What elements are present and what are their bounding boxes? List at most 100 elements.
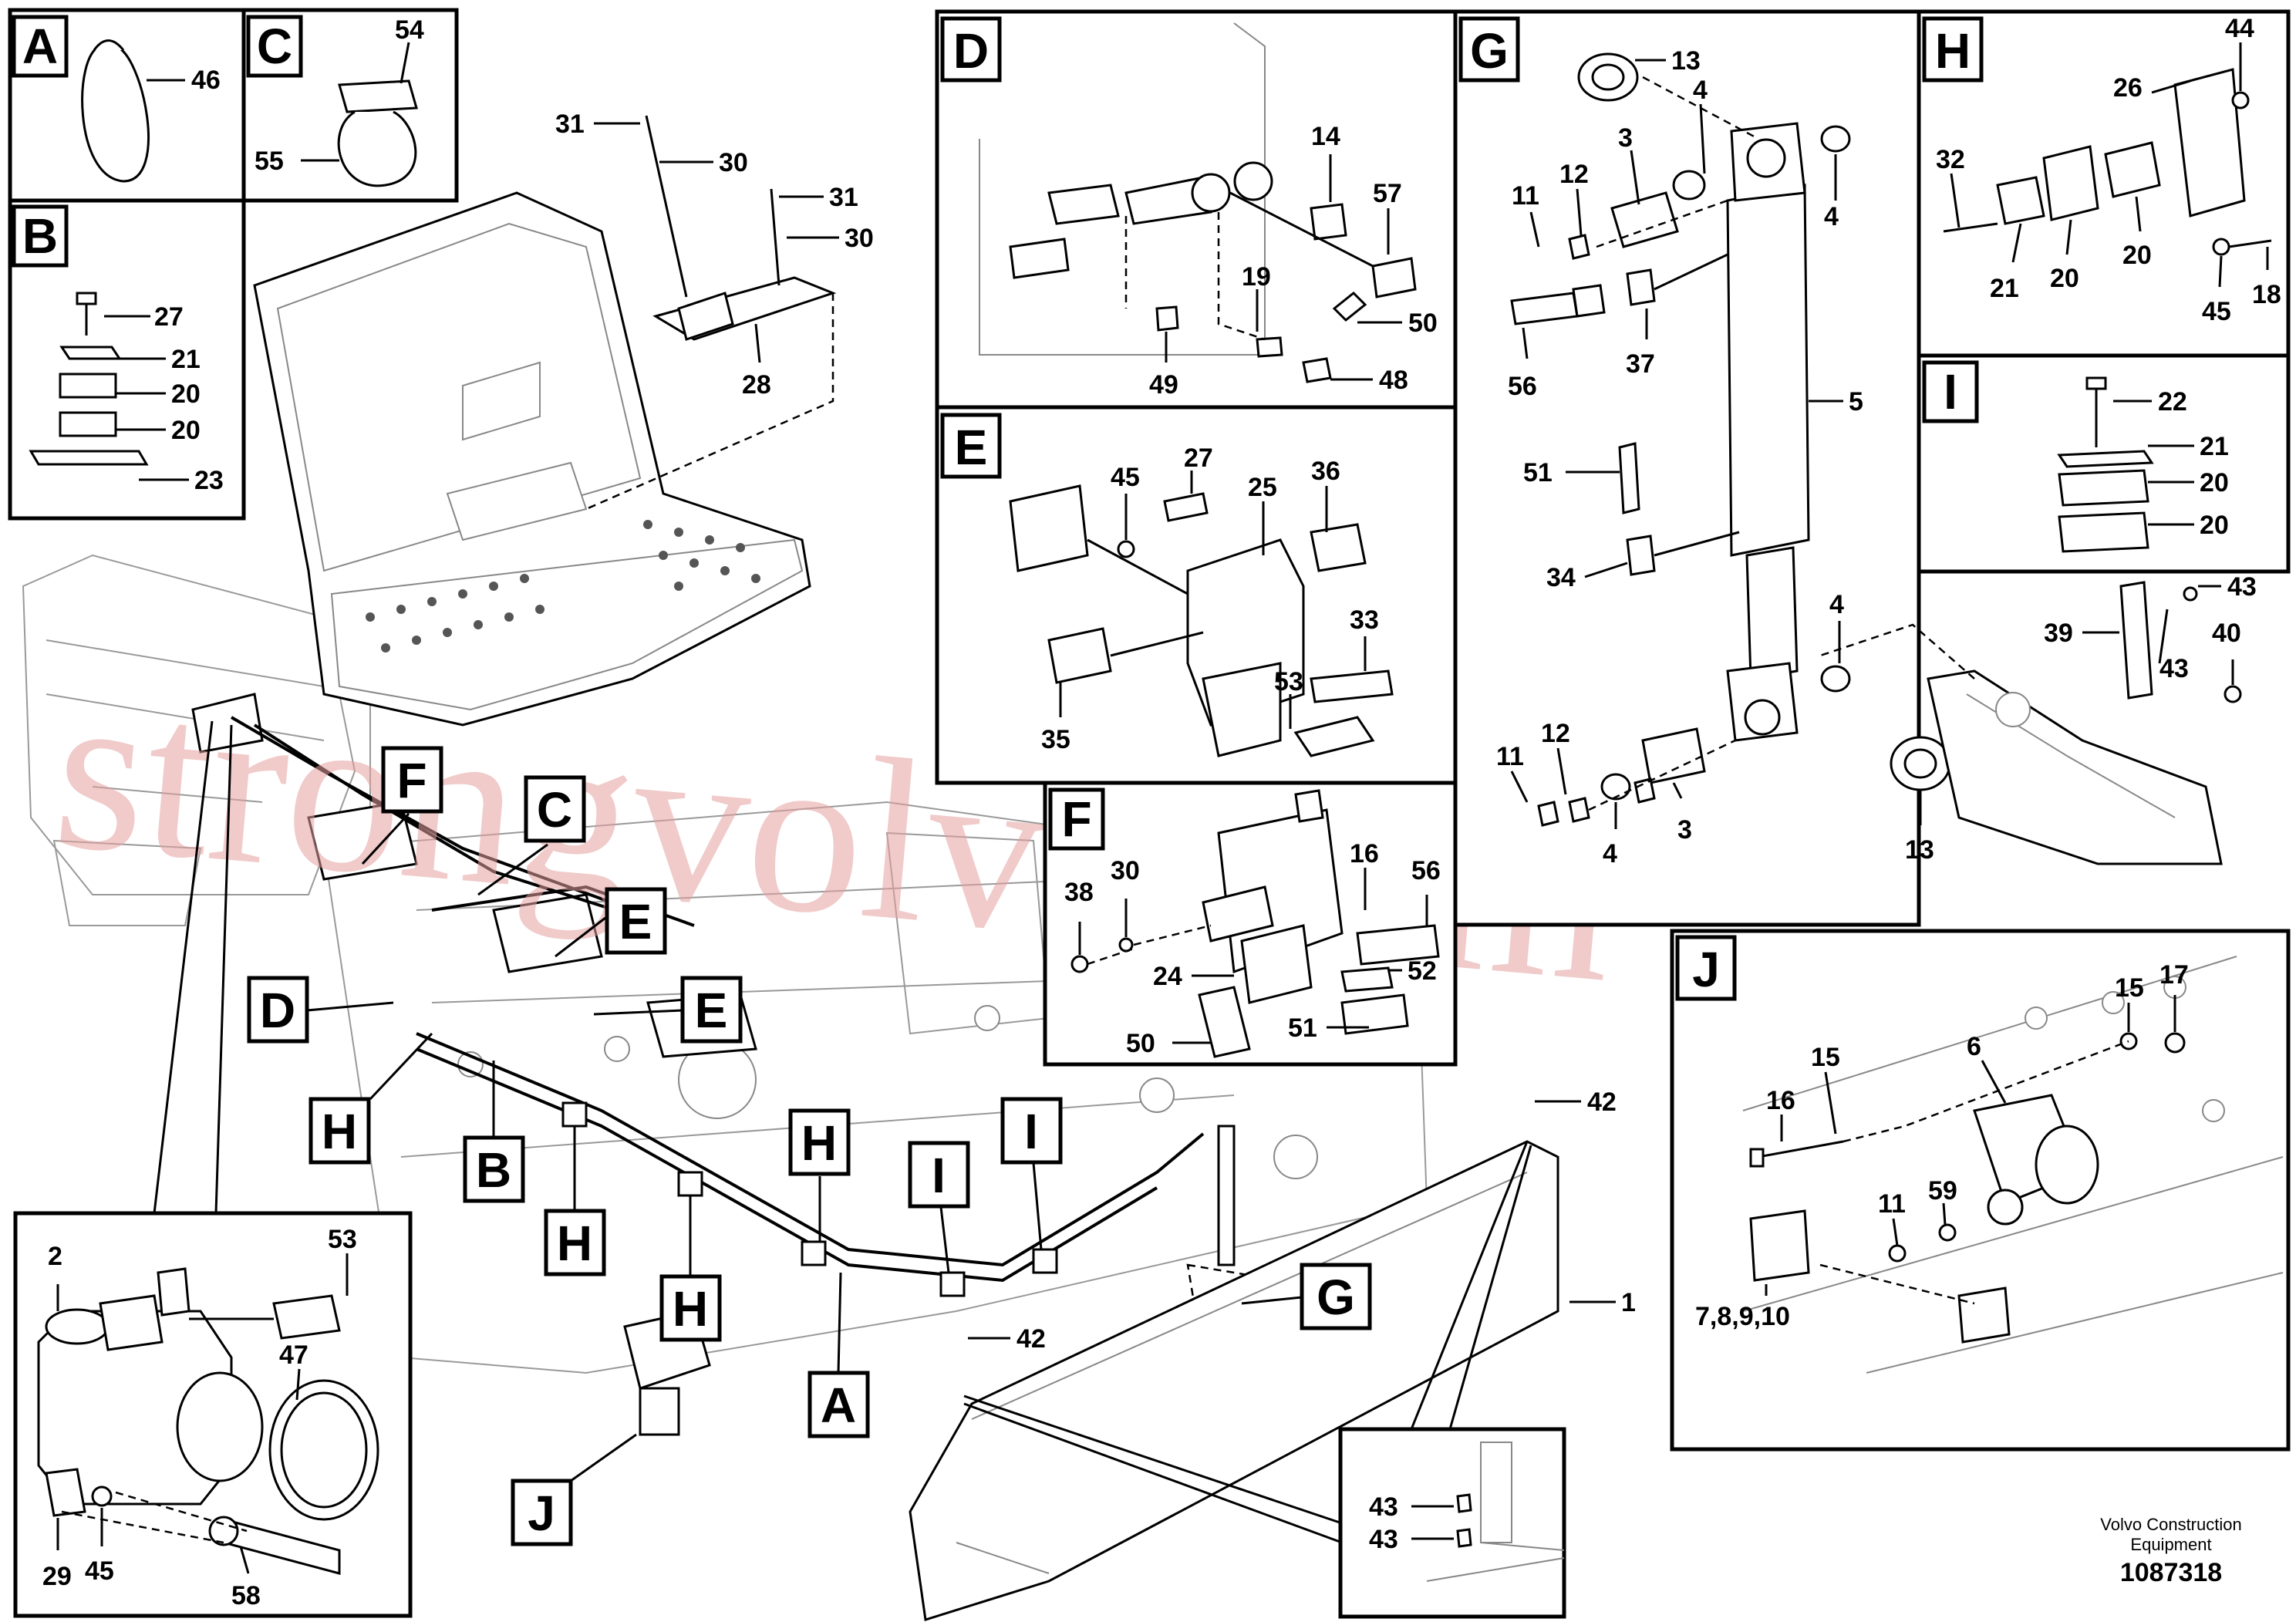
panel-d-letter: D bbox=[953, 23, 989, 79]
part-label: 52 bbox=[1408, 956, 1437, 986]
part-label: 3 bbox=[1618, 123, 1633, 153]
part-label: 47 bbox=[279, 1340, 308, 1370]
part-label: 40 bbox=[2212, 619, 2241, 648]
part-label: 37 bbox=[1626, 349, 1655, 379]
part-label: 2 bbox=[48, 1242, 62, 1271]
part-label: 11 bbox=[1496, 742, 1524, 771]
bucket-mount-detail: 39 43 43 40 bbox=[1819, 572, 2257, 865]
part-label: 23 bbox=[194, 466, 224, 495]
part-label: 13 bbox=[1905, 835, 1934, 865]
part-label: 35 bbox=[1041, 725, 1070, 754]
part-label: 11 bbox=[1878, 1189, 1906, 1219]
part-label: 31 bbox=[555, 110, 585, 139]
callout-tag: H bbox=[557, 1216, 592, 1271]
panel-f-letter: F bbox=[1061, 791, 1091, 847]
callout-tag: B bbox=[476, 1142, 511, 1198]
part-label: 20 bbox=[2200, 468, 2229, 497]
panel-c-letter: C bbox=[257, 19, 292, 74]
part-label: 38 bbox=[1064, 878, 1094, 907]
callout-tag: I bbox=[1024, 1104, 1038, 1159]
part-label: 39 bbox=[2044, 619, 2073, 648]
part-label: 58 bbox=[231, 1581, 261, 1610]
part-label: 31 bbox=[829, 183, 858, 212]
part-label: 11 bbox=[1512, 181, 1539, 211]
part-label: 5 bbox=[1849, 387, 1863, 416]
part-label: 14 bbox=[1311, 122, 1340, 151]
bucket-corner-detail: 43 43 bbox=[963, 1141, 1566, 1619]
callout-tag: F bbox=[396, 753, 426, 808]
part-label: 6 bbox=[1967, 1032, 1981, 1061]
part-label: 12 bbox=[1559, 160, 1589, 189]
part-label: 20 bbox=[2122, 241, 2152, 270]
part-label: 45 bbox=[2202, 297, 2231, 326]
panel-b: B 27 21 20 20 23 bbox=[8, 198, 246, 521]
part-label: 20 bbox=[171, 379, 201, 409]
callout-tag: C bbox=[537, 782, 572, 838]
panel-f: F 16 38 30 56 24 52 50 51 bbox=[1043, 781, 1458, 1067]
part-label: 20 bbox=[171, 416, 201, 445]
part-label: 53 bbox=[328, 1225, 357, 1254]
panel-g-letter: G bbox=[1470, 23, 1509, 79]
part-label: 42 bbox=[1587, 1088, 1617, 1117]
part-label: 50 bbox=[1408, 309, 1438, 338]
part-label: 12 bbox=[1541, 719, 1570, 748]
part-label: 33 bbox=[1350, 605, 1379, 635]
part-label: 55 bbox=[255, 147, 284, 176]
callout-tag: D bbox=[260, 983, 295, 1038]
part-label: 30 bbox=[1111, 856, 1140, 885]
part-label: 34 bbox=[1546, 563, 1576, 592]
panel-d: D 14 57 19 50 49 48 bbox=[935, 9, 1458, 410]
main-assembly bbox=[22, 191, 1559, 1621]
part-label: 43 bbox=[2159, 654, 2189, 683]
part-label: 4 bbox=[1829, 590, 1844, 619]
panel-j-letter: J bbox=[1692, 942, 1720, 997]
part-label: 15 bbox=[1811, 1043, 1840, 1072]
panel-i-letter: I bbox=[1944, 364, 1957, 420]
part-label: 26 bbox=[2113, 73, 2143, 103]
part-label: 54 bbox=[395, 15, 424, 45]
part-label: 56 bbox=[1508, 372, 1537, 401]
part-label: 43 bbox=[1369, 1525, 1398, 1554]
part-label: 13 bbox=[1671, 46, 1701, 76]
part-label: 30 bbox=[845, 224, 874, 253]
part-label: 18 bbox=[2252, 280, 2281, 309]
part-label: 56 bbox=[1411, 856, 1441, 885]
part-label: 50 bbox=[1126, 1029, 1155, 1058]
part-label: 27 bbox=[154, 302, 184, 332]
part-label: 16 bbox=[1350, 839, 1379, 868]
drawing-number: 1087318 bbox=[2120, 1558, 2222, 1587]
part-label: 45 bbox=[1111, 463, 1140, 492]
part-label: 43 bbox=[2227, 572, 2257, 602]
panel-b-letter: B bbox=[22, 208, 58, 264]
panel-a-letter: A bbox=[22, 19, 58, 74]
callout-tag: E bbox=[695, 983, 728, 1038]
panel-i: I 22 21 20 20 bbox=[1917, 353, 2291, 574]
part-label: 20 bbox=[2200, 511, 2229, 540]
part-label: 43 bbox=[1369, 1492, 1398, 1522]
panel-e-letter: E bbox=[955, 420, 988, 475]
part-label: 21 bbox=[1990, 274, 2019, 303]
panel-j: J 16 15 6 15 17 11 59 7,8,9,10 bbox=[1670, 929, 2291, 1452]
part-label: 21 bbox=[171, 345, 201, 374]
part-label: 3 bbox=[1677, 815, 1692, 845]
part-label: 27 bbox=[1184, 443, 1213, 473]
callout-tag: H bbox=[801, 1115, 837, 1171]
panel-c: C 54 55 bbox=[241, 8, 459, 203]
part-label: 45 bbox=[85, 1556, 114, 1586]
part-label: 24 bbox=[1153, 962, 1182, 991]
callout-tag: H bbox=[673, 1281, 708, 1337]
panel-a: A 46 bbox=[8, 8, 246, 203]
part-label: 48 bbox=[1379, 366, 1408, 395]
part-label: 44 bbox=[2225, 14, 2254, 43]
part-label: 57 bbox=[1373, 179, 1402, 208]
part-label: 15 bbox=[2115, 973, 2144, 1003]
panel-g: G 13 4 3 bbox=[1453, 9, 1951, 927]
part-label: 4 bbox=[1824, 202, 1839, 231]
part-label: 29 bbox=[42, 1562, 72, 1591]
company-name-line2: Equipment bbox=[2130, 1535, 2211, 1554]
part-label: 1 bbox=[1621, 1288, 1636, 1317]
part-label: 49 bbox=[1149, 370, 1178, 400]
part-label: 22 bbox=[2158, 387, 2187, 416]
panel-h: H 44 26 32 21 20 20 45 18 bbox=[1917, 9, 2291, 358]
